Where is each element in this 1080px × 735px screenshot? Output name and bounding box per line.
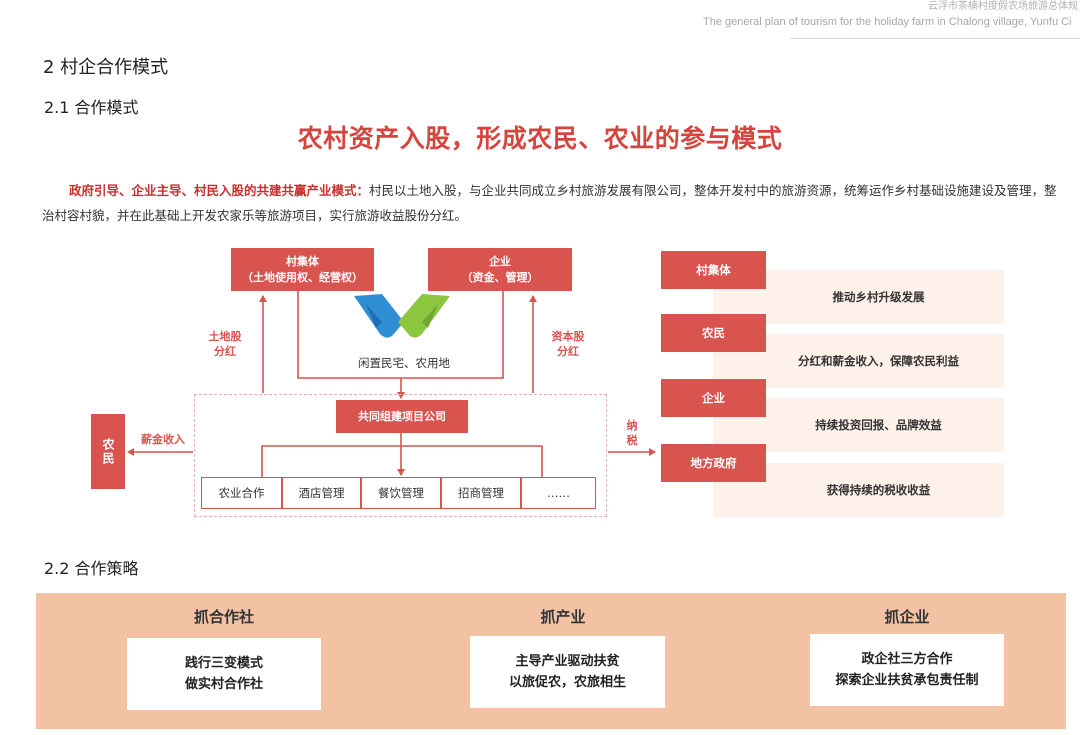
paragraph-body: 村民以土地入股，与企业共同成立乡村旅游发展有限公司，整体开发村中的旅游资源，统筹… [42,183,1057,223]
sub-unit-catering: 餐饮管理 [361,477,441,509]
strategy-card-cooperative: 践行三变模式 做实村合作社 [127,638,321,710]
strategy-card-industry-line2: 以旅促农，农旅相生 [508,675,626,690]
strategy-title-cooperative: 抓合作社 [193,608,254,626]
capital-dividend-line1: 资本股 [551,330,585,343]
land-dividend-line1: 土地股 [208,330,242,343]
handshake-icon [354,294,450,338]
strategy-title-industry: 抓产业 [540,608,586,626]
capital-dividend-line2: 分红 [557,345,579,358]
farmer-label: 农民 [101,437,115,466]
land-dividend-label: 土地股 分红 [203,329,247,359]
farmer-box: 农民 [91,414,125,489]
sub-unit-agri-coop: 农业合作 [201,477,282,509]
strategy-card-cooperative-line2: 做实村合作社 [184,677,263,692]
land-dividend-line2: 分红 [214,345,236,358]
enterprise-subtitle: （资金、管理） [461,270,539,284]
subs-bracket [261,445,543,477]
strategy-card-enterprise: 政企社三方合作 探索企业扶贫承包责任制 [810,634,1004,706]
project-company-group [194,394,607,517]
benefit-who-enterprise: 企业 [661,379,766,417]
enterprise-title: 企业 [489,254,511,268]
tax-line2: 税 [626,434,638,447]
intro-paragraph: 政府引导、企业主导、村民入股的共建共赢产业模式：村民以土地入股，与企业共同成立乡… [42,178,1062,228]
tax-label: 纳 税 [622,418,642,448]
strategy-title-enterprise: 抓企业 [884,608,930,626]
benefit-who-village: 村集体 [661,251,766,289]
idle-land-note: 闲置民宅、农用地 [358,356,450,370]
enterprise-box: 企业 （资金、管理） [428,248,572,291]
sub-unit-hotel: 酒店管理 [282,477,361,509]
header-title-en: The general plan of tourism for the holi… [703,16,1072,28]
salary-label: 薪金收入 [141,433,185,446]
sub-unit-more: …… [521,477,596,509]
strategy-card-enterprise-line2: 探索企业扶贫承包责任制 [835,673,979,688]
benefit-who-government: 地方政府 [661,444,766,482]
strategy-card-enterprise-line1: 政企社三方合作 [861,652,953,667]
tax-line1: 纳 [626,419,638,432]
village-collective-title: 村集体 [286,254,319,268]
benefit-who-farmer: 农民 [661,314,766,352]
main-title: 农村资产入股，形成农民、农业的参与模式 [297,124,783,153]
subsection-heading-cooperation-strategy: 2.2 合作策略 [44,559,139,578]
project-company-box: 共同组建项目公司 [336,400,468,433]
village-collective-box: 村集体 （土地使用权、经营权） [231,248,374,291]
paragraph-highlight: 政府引导、企业主导、村民入股的共建共赢产业模式： [69,183,370,198]
header-divider [790,38,1080,39]
capital-dividend-label: 资本股 分红 [546,329,590,359]
header-title-cn: 云浮市茶楠村度假农场旅游总体规 [928,1,1078,12]
strategy-card-cooperative-line1: 践行三变模式 [184,656,263,671]
subsection-heading-cooperation-model: 2.1 合作模式 [44,98,139,117]
section-heading: 2 村企合作模式 [43,57,169,78]
strategy-card-industry-line1: 主导产业驱动扶贫 [515,654,620,669]
strategy-card-industry: 主导产业驱动扶贫 以旅促农，农旅相生 [470,636,665,708]
sub-unit-investment: 招商管理 [441,477,521,509]
village-collective-subtitle: （土地使用权、经营权） [242,270,363,284]
